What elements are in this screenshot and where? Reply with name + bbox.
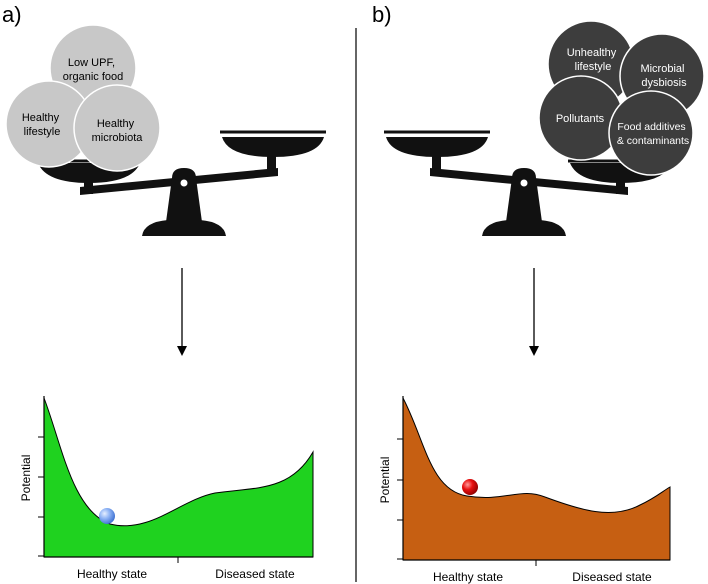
panel-a-circle-organic-food-line1: Low UPF, — [68, 57, 115, 69]
panel-b-down-arrow — [529, 268, 539, 356]
panel-a-circle-healthy-microbiota — [73, 84, 161, 172]
panel-a-label: a) — [2, 2, 22, 27]
svg-text:Healthy microbiota: Healthy microbiota — [92, 118, 144, 144]
panel-b-left-pan-stand — [432, 156, 441, 174]
svg-text:Unhealthy lifestyle: Unhealthy lifestyle — [567, 47, 620, 73]
panel-b-pillar — [506, 168, 542, 222]
panel-a-pillar — [166, 168, 202, 222]
panel-a-ball — [99, 508, 115, 524]
panel-b-x-label-diseased: Diseased state — [572, 570, 652, 584]
panel-a: a) Low UPF, organic food — [2, 2, 326, 581]
panel-a-x-label-diseased: Diseased state — [215, 567, 295, 581]
panel-b-circle-food-additives-line1: Food additives — [617, 121, 685, 133]
panel-b-landscape-chart: Potential Healthy state Diseased state — [378, 396, 671, 584]
panel-b-circle-food-additives — [608, 90, 694, 176]
panel-a-down-arrow — [177, 268, 187, 356]
panel-a-right-pan — [222, 137, 324, 157]
panel-b-circle-unhealthy-lifestyle-line1: Unhealthy — [567, 47, 617, 59]
panel-a-right-pan-stand — [267, 156, 276, 174]
panel-b-circle-microbial-dysbiosis-line2: dysbiosis — [641, 77, 687, 89]
panel-b-left-pan — [386, 137, 488, 157]
panel-a-circle-healthy-lifestyle-line2: lifestyle — [24, 126, 61, 138]
panel-b-y-ticks — [397, 438, 403, 560]
panel-a-base — [142, 220, 226, 236]
panel-a-circle-healthy-lifestyle-line1: Healthy — [22, 112, 60, 124]
svg-text:Pollutants: Pollutants — [556, 113, 605, 125]
svg-text:Healthy lifestyle: Healthy lifestyle — [22, 112, 62, 138]
panel-a-circle-organic-food-line2: organic food — [63, 71, 124, 83]
svg-text:Low UPF, organic food: Low UPF, organic food — [63, 57, 124, 83]
svg-text:Food additives & conta: Food additives & contaminants — [617, 121, 689, 147]
panel-b-ball — [462, 479, 478, 495]
panel-b-y-label: Potential — [378, 457, 392, 504]
panel-a-x-label-healthy: Healthy state — [77, 567, 147, 581]
panel-a-pivot — [180, 179, 188, 187]
panel-b-circle-pollutants-line1: Pollutants — [556, 113, 605, 125]
panel-b-label: b) — [372, 2, 392, 27]
panel-b-base — [482, 220, 566, 236]
panel-b-landscape-fill — [402, 397, 671, 561]
panel-b-circle-food-additives-line2: & contaminants — [617, 135, 689, 147]
panel-b-circle-microbial-dysbiosis-line1: Microbial — [640, 63, 684, 75]
panel-b-pivot — [520, 179, 528, 187]
panel-a-balance-scale — [36, 130, 326, 236]
svg-text:Microbial dysbiosis: Microbial dysbiosis — [640, 63, 687, 89]
panel-a-circle-healthy-microbiota-line2: microbiota — [92, 132, 144, 144]
panel-b-factor-circles: Unhealthy lifestyle Microbial dysbiosis … — [538, 20, 705, 176]
panel-b-x-label-healthy: Healthy state — [433, 570, 503, 584]
panel-a-landscape-fill — [43, 397, 314, 558]
panel-b: b) Unhealthy lifestyle — [372, 2, 705, 584]
panel-a-circle-healthy-microbiota-line1: Healthy — [97, 118, 135, 130]
panel-a-y-ticks — [38, 436, 44, 557]
panel-a-y-label: Potential — [19, 455, 33, 502]
panel-b-circle-unhealthy-lifestyle-line2: lifestyle — [575, 61, 612, 73]
panel-a-factor-circles: Low UPF, organic food Healthy lifestyle … — [5, 24, 161, 172]
panel-a-landscape-chart: Potential Healthy state Diseased state — [19, 396, 314, 581]
